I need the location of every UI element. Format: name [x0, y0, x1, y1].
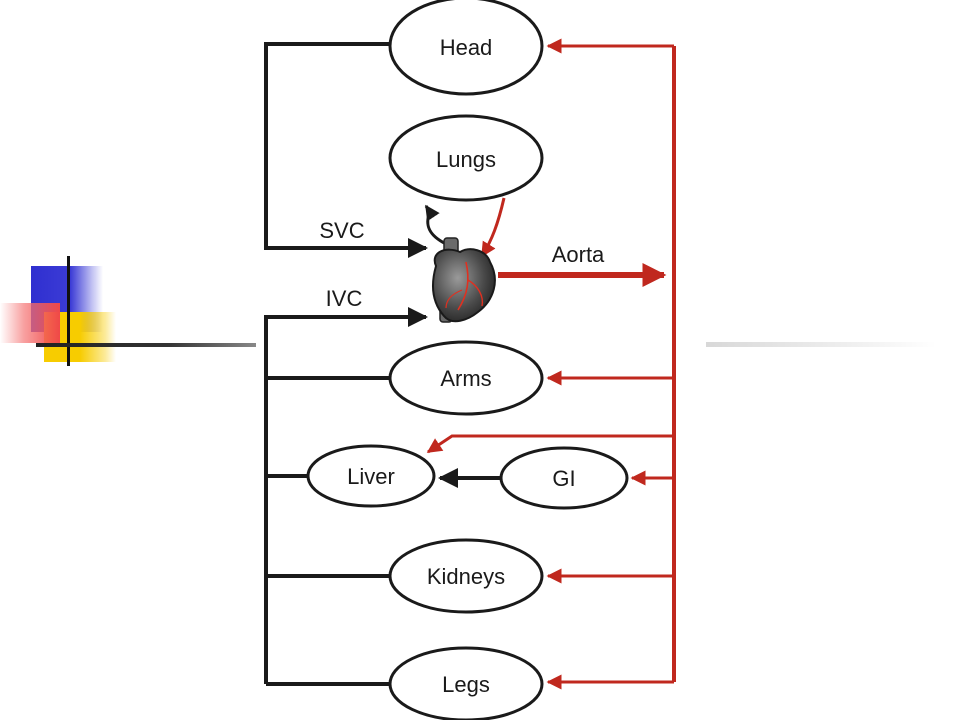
- svc-label: SVC: [319, 218, 364, 243]
- legs-node: [388, 646, 544, 720]
- decor-vertical-line: [67, 256, 70, 366]
- lungs-label: Lungs: [436, 147, 496, 172]
- gi-node: [499, 446, 629, 510]
- pulmonary-vein: [480, 197, 506, 258]
- hepatic-artery: [426, 434, 674, 454]
- decor-red-square: [0, 303, 60, 343]
- heart-icon: [432, 237, 496, 323]
- kidneys-label: Kidneys: [427, 564, 505, 589]
- venous-return-network: [264, 42, 502, 686]
- liver-label: Liver: [347, 464, 395, 489]
- organs: [306, 0, 629, 720]
- head-vein: [264, 42, 428, 258]
- decor-horizontal-rule: [36, 343, 256, 347]
- arms-label: Arms: [440, 366, 491, 391]
- ivc-label: IVC: [326, 286, 363, 311]
- pulmonary-artery: [424, 204, 447, 246]
- gi-label: GI: [552, 466, 575, 491]
- aorta-label: Aorta: [552, 242, 605, 267]
- decor-horizontal-rule-right: [706, 342, 936, 347]
- head-node: [388, 0, 544, 96]
- arterial-supply-network: [426, 38, 676, 690]
- arms-node: [388, 340, 544, 416]
- kidneys-node: [388, 538, 544, 614]
- legs-label: Legs: [442, 672, 490, 697]
- liver-node: [306, 444, 436, 508]
- ivc-trunk: [264, 307, 428, 684]
- lungs-node: [388, 114, 544, 202]
- head-label: Head: [440, 35, 493, 60]
